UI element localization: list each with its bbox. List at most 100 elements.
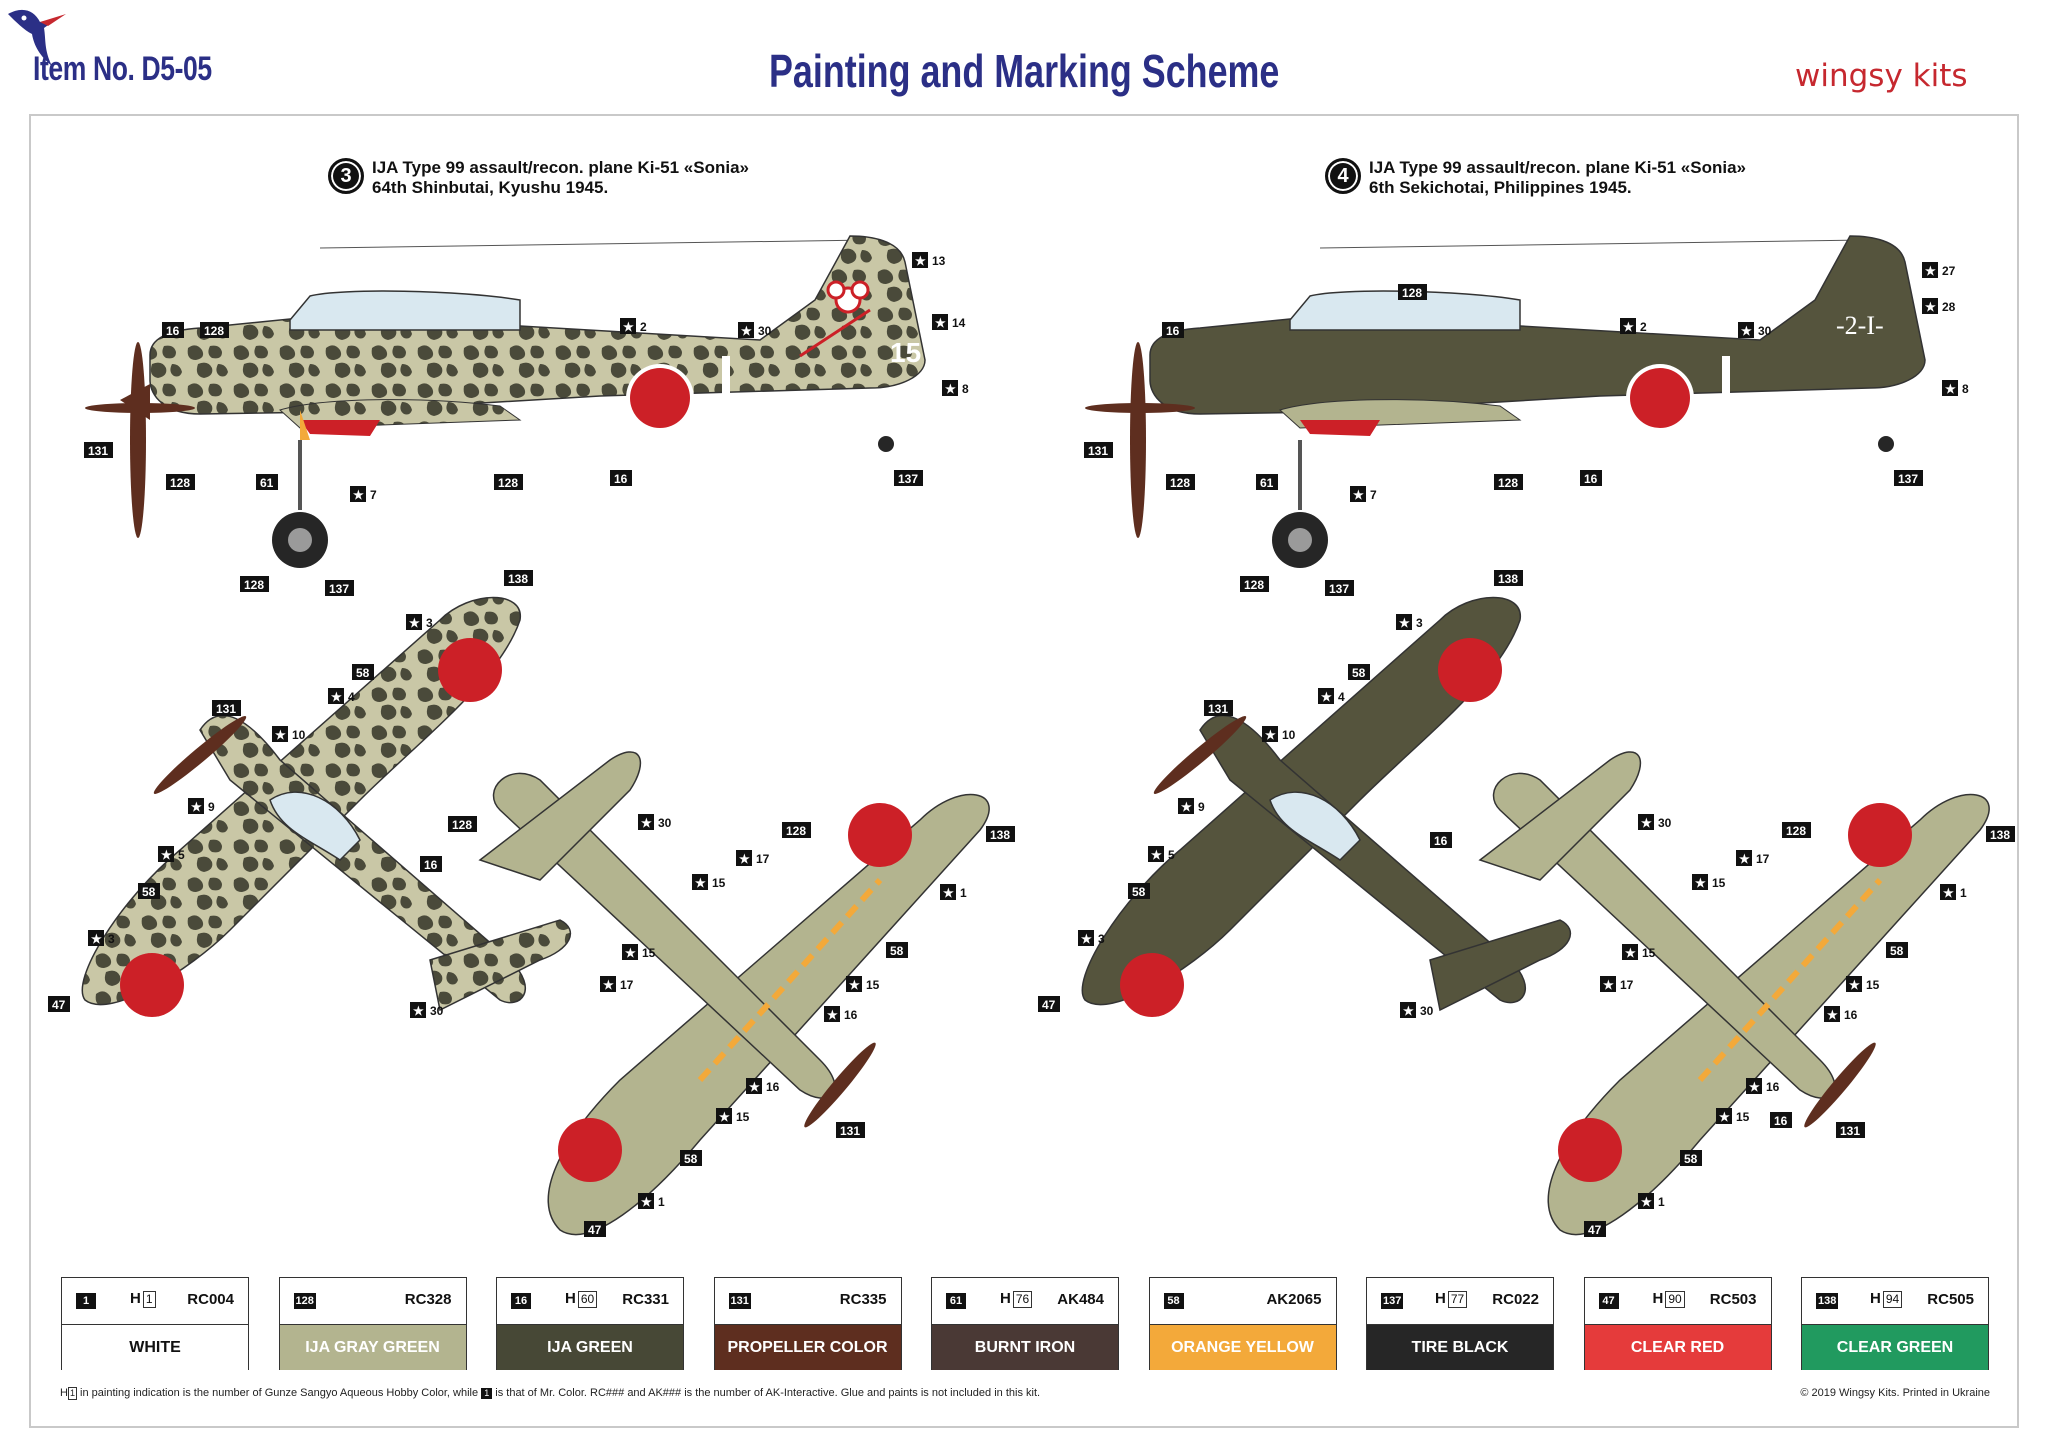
scheme-4-unit: 6th Sekichotai, Philippines 1945. (1369, 178, 1632, 197)
callout-label: 58 (1132, 885, 1146, 899)
callout-marker: 16 (610, 470, 632, 486)
scheme-3-caption: IJA Type 99 assault/recon. plane Ki-51 «… (372, 158, 749, 198)
paint-number: 138 (1816, 1293, 1839, 1309)
scheme-3-unit: 64th Shinbutai, Kyushu 1945. (372, 178, 609, 197)
callout-marker: 58 (886, 942, 908, 958)
scheme-4-hinomaru-side (1630, 368, 1690, 428)
item-number: Item No. D5-05 (33, 50, 212, 88)
callout-marker: ★ 27 (1922, 262, 1956, 278)
footnote-h-box: 1 (67, 1387, 77, 1400)
scheme-3-under-wing-hinomaru-right (848, 803, 912, 867)
callout-label: 131 (216, 702, 236, 716)
callout-marker: 16 (162, 322, 184, 338)
callout-marker: ★9 (188, 798, 215, 814)
callout-label: 13 (932, 254, 946, 268)
callout-label: 27 (1942, 264, 1956, 278)
star-icon: ★ (275, 728, 286, 742)
callout-marker: ★13 (912, 252, 946, 268)
scheme-4-caption: IJA Type 99 assault/recon. plane Ki-51 «… (1369, 158, 1746, 198)
aircraft-drawings: 15 -2-I- (48, 235, 2015, 1237)
callout-marker: 137 (1894, 470, 1923, 486)
callout-label: 58 (1684, 1152, 1698, 1166)
callout-marker: 131 (1084, 442, 1113, 458)
callout-marker: 16 (1162, 322, 1184, 338)
star-icon: ★ (1641, 1195, 1652, 1209)
callout-marker: ★9 (1178, 798, 1205, 814)
scheme-3-bottom-view (478, 751, 990, 1236)
callout-label: 137 (1898, 472, 1918, 486)
callout-marker: ★30 (738, 322, 772, 338)
callout-marker: 137 (894, 470, 923, 486)
callout-label: 15 (866, 978, 880, 992)
scheme-4-side-view: -2-I- (1085, 235, 1926, 568)
scheme-4-bottom-view (1478, 751, 1990, 1236)
star-icon: ★ (1741, 324, 1752, 338)
callout-marker: 128 (166, 474, 195, 490)
callout-marker: ★15 (846, 976, 880, 992)
callout-marker: ★5 (1148, 846, 1175, 862)
callout-marker: 131 (84, 442, 113, 458)
footnote-black-box: 1 (481, 1388, 493, 1399)
paint-name-swatch: CLEAR GREEN (1802, 1325, 1988, 1370)
callout-marker: 128 (200, 322, 229, 338)
callout-marker: 58 (1680, 1150, 1702, 1166)
star-icon: ★ (1353, 488, 1364, 502)
star-icon: ★ (1719, 1110, 1730, 1124)
callout-marker: ★ 30 (1738, 322, 1772, 338)
callout-marker: ★15 (716, 1108, 750, 1124)
callout-label: 16 (1766, 1080, 1780, 1094)
ak-code: AK484 (1057, 1291, 1104, 1308)
ak-code: RC505 (1927, 1291, 1974, 1308)
callout-marker: ★17 (1736, 850, 1770, 866)
callout-label: 17 (620, 978, 634, 992)
ak-code: RC331 (622, 1291, 669, 1308)
star-icon: ★ (641, 1195, 652, 1209)
callout-marker: 47 (48, 996, 70, 1012)
callout-label: 14 (952, 316, 966, 330)
star-icon: ★ (1925, 264, 1936, 278)
callout-marker: 128 (240, 576, 269, 592)
paint-name-swatch: BURNT IRON (932, 1325, 1118, 1370)
callout-marker: ★16 (1746, 1078, 1780, 1094)
callout-label: 16 (844, 1008, 858, 1022)
star-icon: ★ (1623, 320, 1634, 334)
callout-label: 128 (1244, 578, 1264, 592)
scheme-3-side-view: 15 (85, 235, 926, 568)
callout-label: 30 (758, 324, 772, 338)
callout-marker: ★4 (328, 688, 355, 704)
star-icon: ★ (331, 690, 342, 704)
callout-label: 138 (1498, 572, 1518, 586)
scheme-3-number-badge: 3 (328, 158, 364, 194)
callout-label: 15 (1712, 876, 1726, 890)
star-icon: ★ (1943, 886, 1954, 900)
callout-label: 128 (170, 476, 190, 490)
callout-marker: ★30 (1400, 1002, 1434, 1018)
callout-marker: 58 (138, 883, 160, 899)
callout-marker: ★1 (1940, 884, 1967, 900)
callout-label: 58 (684, 1152, 698, 1166)
callout-marker: ★4 (1318, 688, 1345, 704)
callout-label: 28 (1942, 300, 1956, 314)
callout-marker: ★17 (736, 850, 770, 866)
star-icon: ★ (1321, 690, 1332, 704)
callout-label: 1 (658, 1195, 665, 1209)
callout-marker: 58 (352, 664, 374, 680)
star-icon: ★ (1081, 932, 1092, 946)
paint-name-swatch: WHITE (62, 1325, 248, 1370)
scheme-4-under-wing-hinomaru-right (1848, 803, 1912, 867)
star-icon: ★ (719, 1110, 730, 1124)
callout-label: 128 (452, 818, 472, 832)
callout-label: 16 (1584, 472, 1598, 486)
callout-label: 30 (1758, 324, 1772, 338)
ak-code: RC503 (1709, 1291, 1757, 1308)
callout-label: 30 (1420, 1004, 1434, 1018)
callout-marker: ★1 (638, 1193, 665, 1209)
callout-marker: 16 (1430, 832, 1452, 848)
